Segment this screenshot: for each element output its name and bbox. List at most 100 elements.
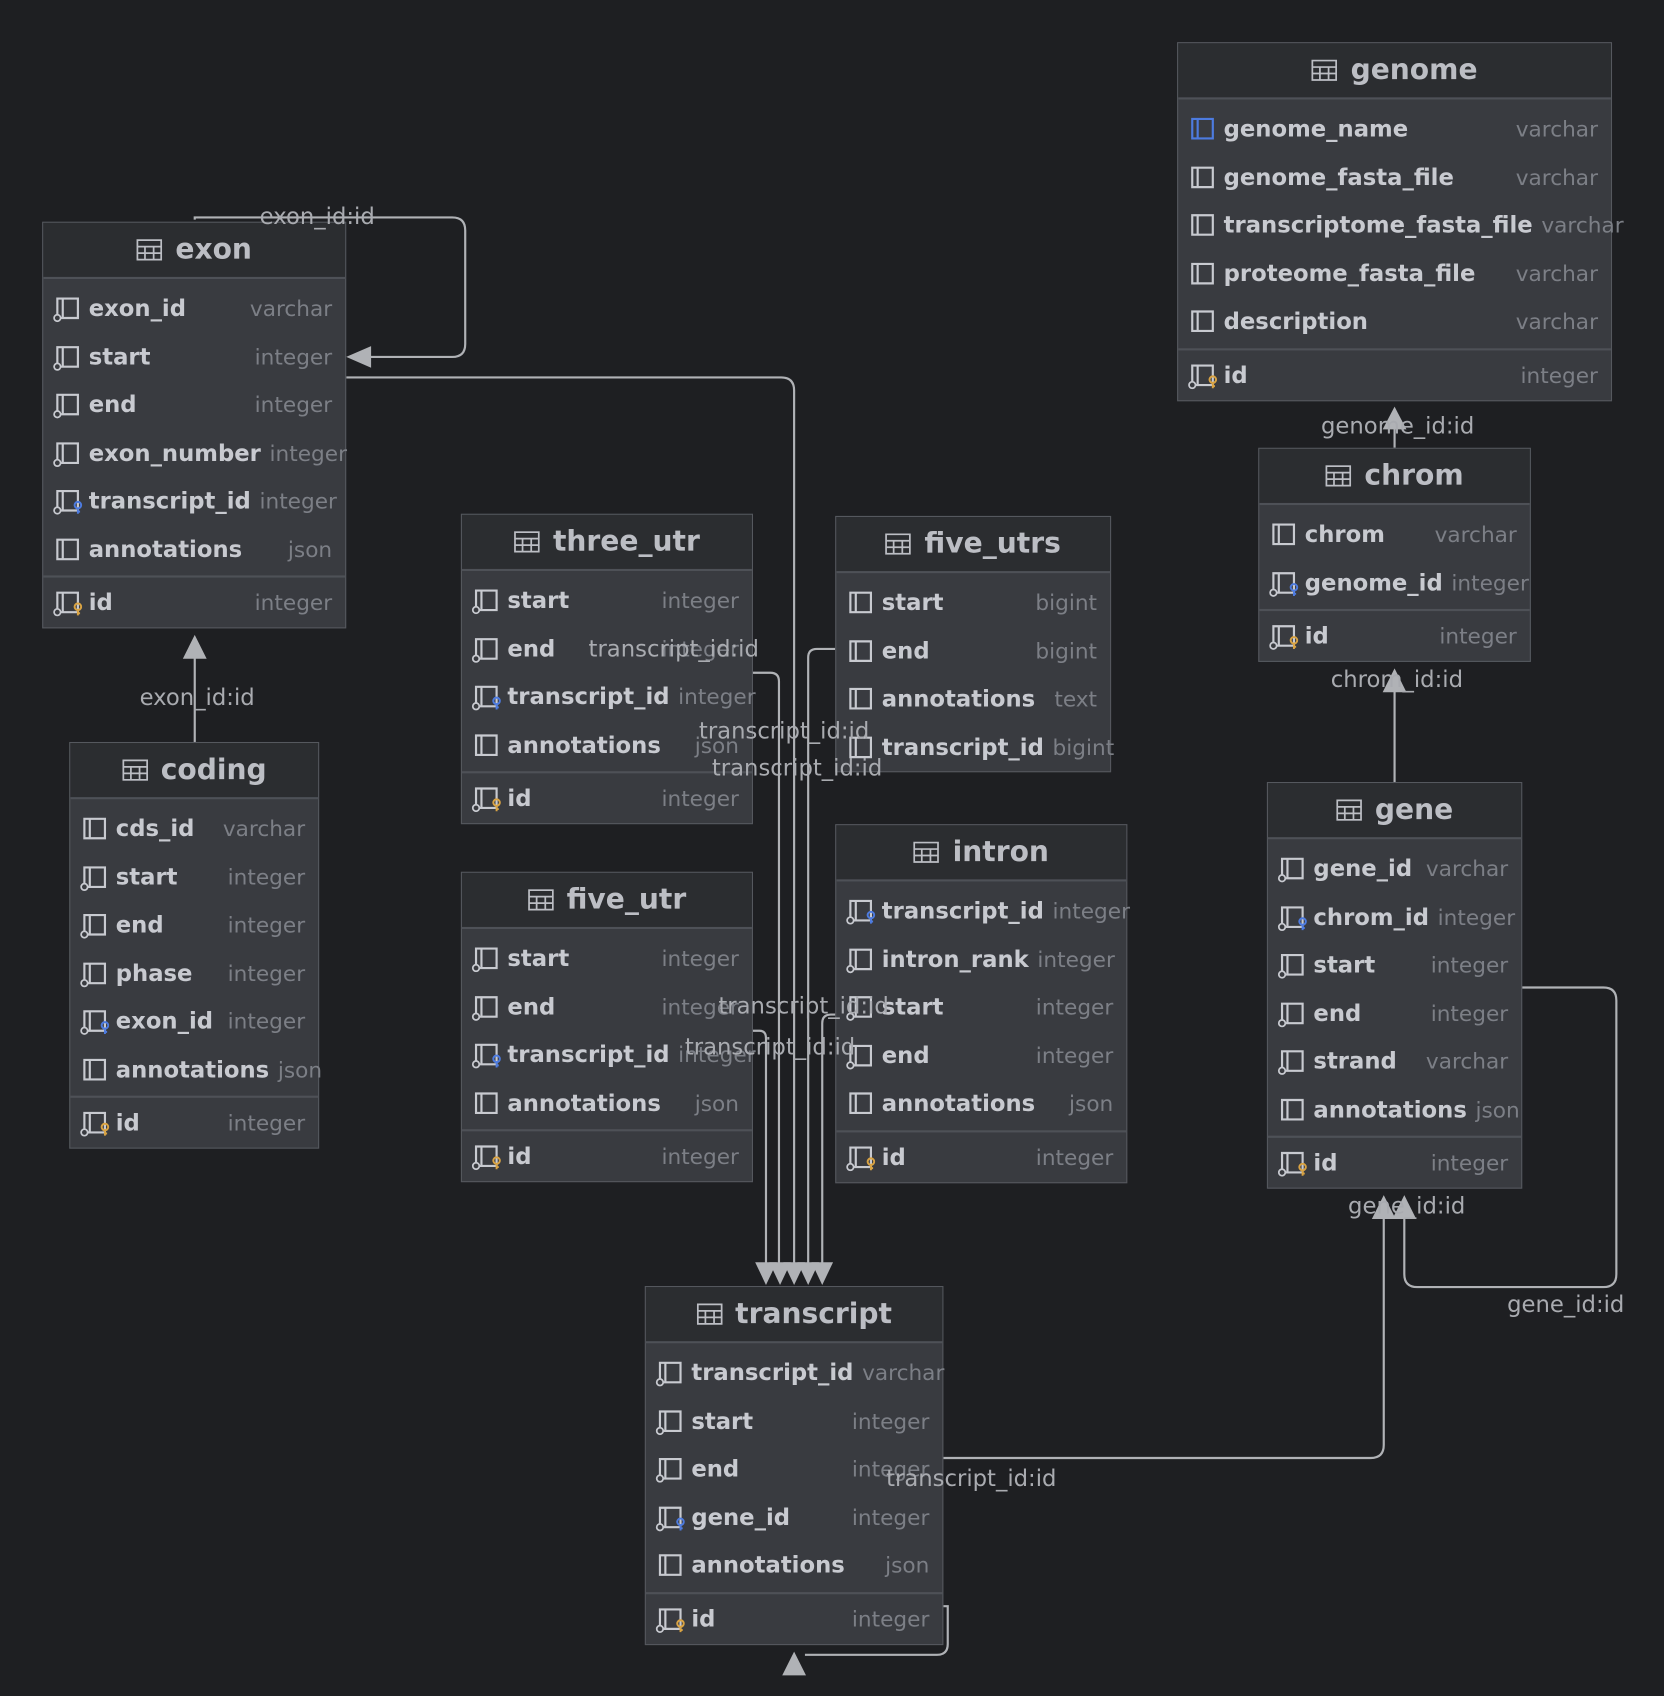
column-type: integer bbox=[254, 589, 333, 616]
column-row[interactable]: start integer bbox=[1268, 941, 1521, 989]
column-type: integer bbox=[1520, 361, 1598, 388]
table-header[interactable]: five_utr bbox=[461, 872, 752, 930]
column-name: id bbox=[88, 589, 113, 616]
table-header[interactable]: transcript bbox=[645, 1287, 943, 1344]
table-header[interactable]: chrom bbox=[1259, 448, 1530, 506]
column-row[interactable]: transcript_id varchar bbox=[646, 1349, 945, 1397]
table-header[interactable]: exon bbox=[43, 222, 346, 280]
table-header[interactable]: five_utrs bbox=[836, 517, 1111, 574]
column-type: integer bbox=[851, 1605, 930, 1632]
primary-key-icon bbox=[846, 1145, 876, 1171]
table-header[interactable]: coding bbox=[70, 743, 319, 800]
arrow-genome bbox=[1382, 406, 1407, 430]
column-type: integer bbox=[1430, 952, 1509, 979]
foreign-key-icon bbox=[53, 490, 83, 515]
arrow-coding-exon bbox=[182, 634, 207, 659]
column-name: end bbox=[507, 993, 556, 1020]
arrow-gene-b bbox=[1392, 1195, 1417, 1219]
column-icon bbox=[655, 1362, 682, 1387]
column-type: varchar bbox=[862, 1359, 945, 1386]
column-icon bbox=[655, 1410, 682, 1435]
table-header[interactable]: genome bbox=[1178, 43, 1611, 100]
relation-label-gene-self: gene_id:id bbox=[1507, 1291, 1625, 1318]
column-type: varchar bbox=[1515, 308, 1598, 335]
column-name: genome_fasta_file bbox=[1223, 164, 1454, 191]
table-header[interactable]: intron bbox=[836, 825, 1127, 882]
column-type: integer bbox=[1035, 1143, 1114, 1170]
table-title: coding bbox=[160, 753, 267, 787]
column-name: start bbox=[507, 587, 570, 614]
table-header[interactable]: gene bbox=[1267, 783, 1522, 840]
column-name: transcript_id bbox=[691, 1359, 854, 1386]
column-type: integer bbox=[678, 683, 756, 710]
primary-key-row[interactable]: id integer bbox=[43, 575, 346, 627]
column-name: start bbox=[1313, 952, 1376, 979]
column-type: integer bbox=[1430, 1000, 1509, 1027]
table-header[interactable]: three_utr bbox=[461, 514, 752, 572]
